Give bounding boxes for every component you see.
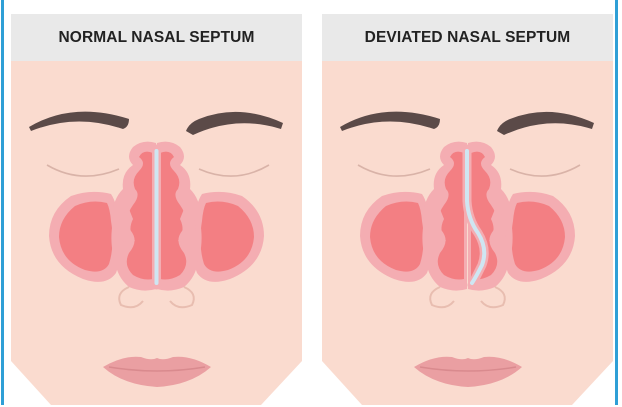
frame-border-left: [1, 0, 4, 405]
deviated-septum-panel: DEVIATED NASAL SEPTUM: [322, 14, 613, 405]
normal-face-illustration: [11, 61, 302, 405]
frame-border-right: [615, 0, 618, 405]
deviated-face-illustration: [322, 61, 613, 405]
normal-septum-panel: NORMAL NASAL SEPTUM: [11, 14, 302, 405]
panel-title-normal: NORMAL NASAL SEPTUM: [11, 14, 302, 61]
panel-title-deviated: DEVIATED NASAL SEPTUM: [322, 14, 613, 61]
